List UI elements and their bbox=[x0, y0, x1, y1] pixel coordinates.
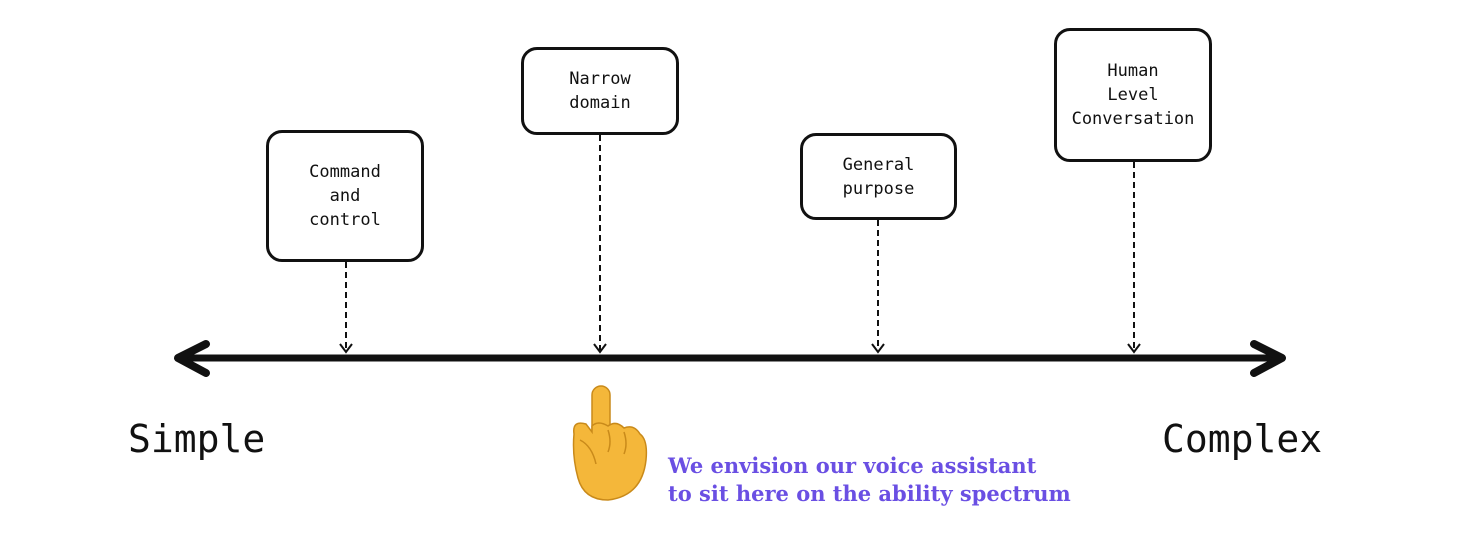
label-complex: Complex bbox=[1162, 417, 1323, 461]
stage-label-line: and bbox=[329, 186, 361, 206]
stage-label-line: Human bbox=[1107, 61, 1159, 81]
stage-label-line: Command bbox=[309, 162, 381, 182]
stage-human-level-conversation: Human Level Conversation bbox=[1054, 28, 1212, 162]
stage-label-line: Level bbox=[1107, 85, 1159, 105]
pointer-note-line: We envision our voice assistant bbox=[668, 453, 1037, 478]
stage-general-purpose: General purpose bbox=[800, 133, 957, 220]
connector-general-purpose bbox=[871, 220, 885, 354]
connector-narrow-domain bbox=[593, 135, 607, 354]
stage-label-line: Conversation bbox=[1071, 109, 1195, 129]
pointing-hand-icon bbox=[572, 385, 648, 501]
right-arrowhead bbox=[1250, 340, 1286, 377]
pointer-note: We envision our voice assistant to sit h… bbox=[668, 452, 1071, 508]
connector-human-level bbox=[1127, 162, 1141, 354]
stage-narrow-domain: Narrow domain bbox=[521, 47, 679, 135]
stage-label-line: domain bbox=[569, 93, 631, 113]
stage-label-line: General bbox=[842, 154, 915, 175]
label-simple: Simple bbox=[128, 417, 266, 461]
stage-label-line: Narrow bbox=[569, 69, 631, 89]
stage-command-and-control: Command and control bbox=[266, 130, 424, 262]
pointer-note-line: to sit here on the ability spectrum bbox=[668, 481, 1071, 506]
left-arrowhead bbox=[174, 340, 210, 377]
stage-label-line: purpose bbox=[842, 178, 915, 199]
stage-label-line: control bbox=[309, 210, 381, 230]
connector-command-and-control bbox=[339, 262, 353, 354]
